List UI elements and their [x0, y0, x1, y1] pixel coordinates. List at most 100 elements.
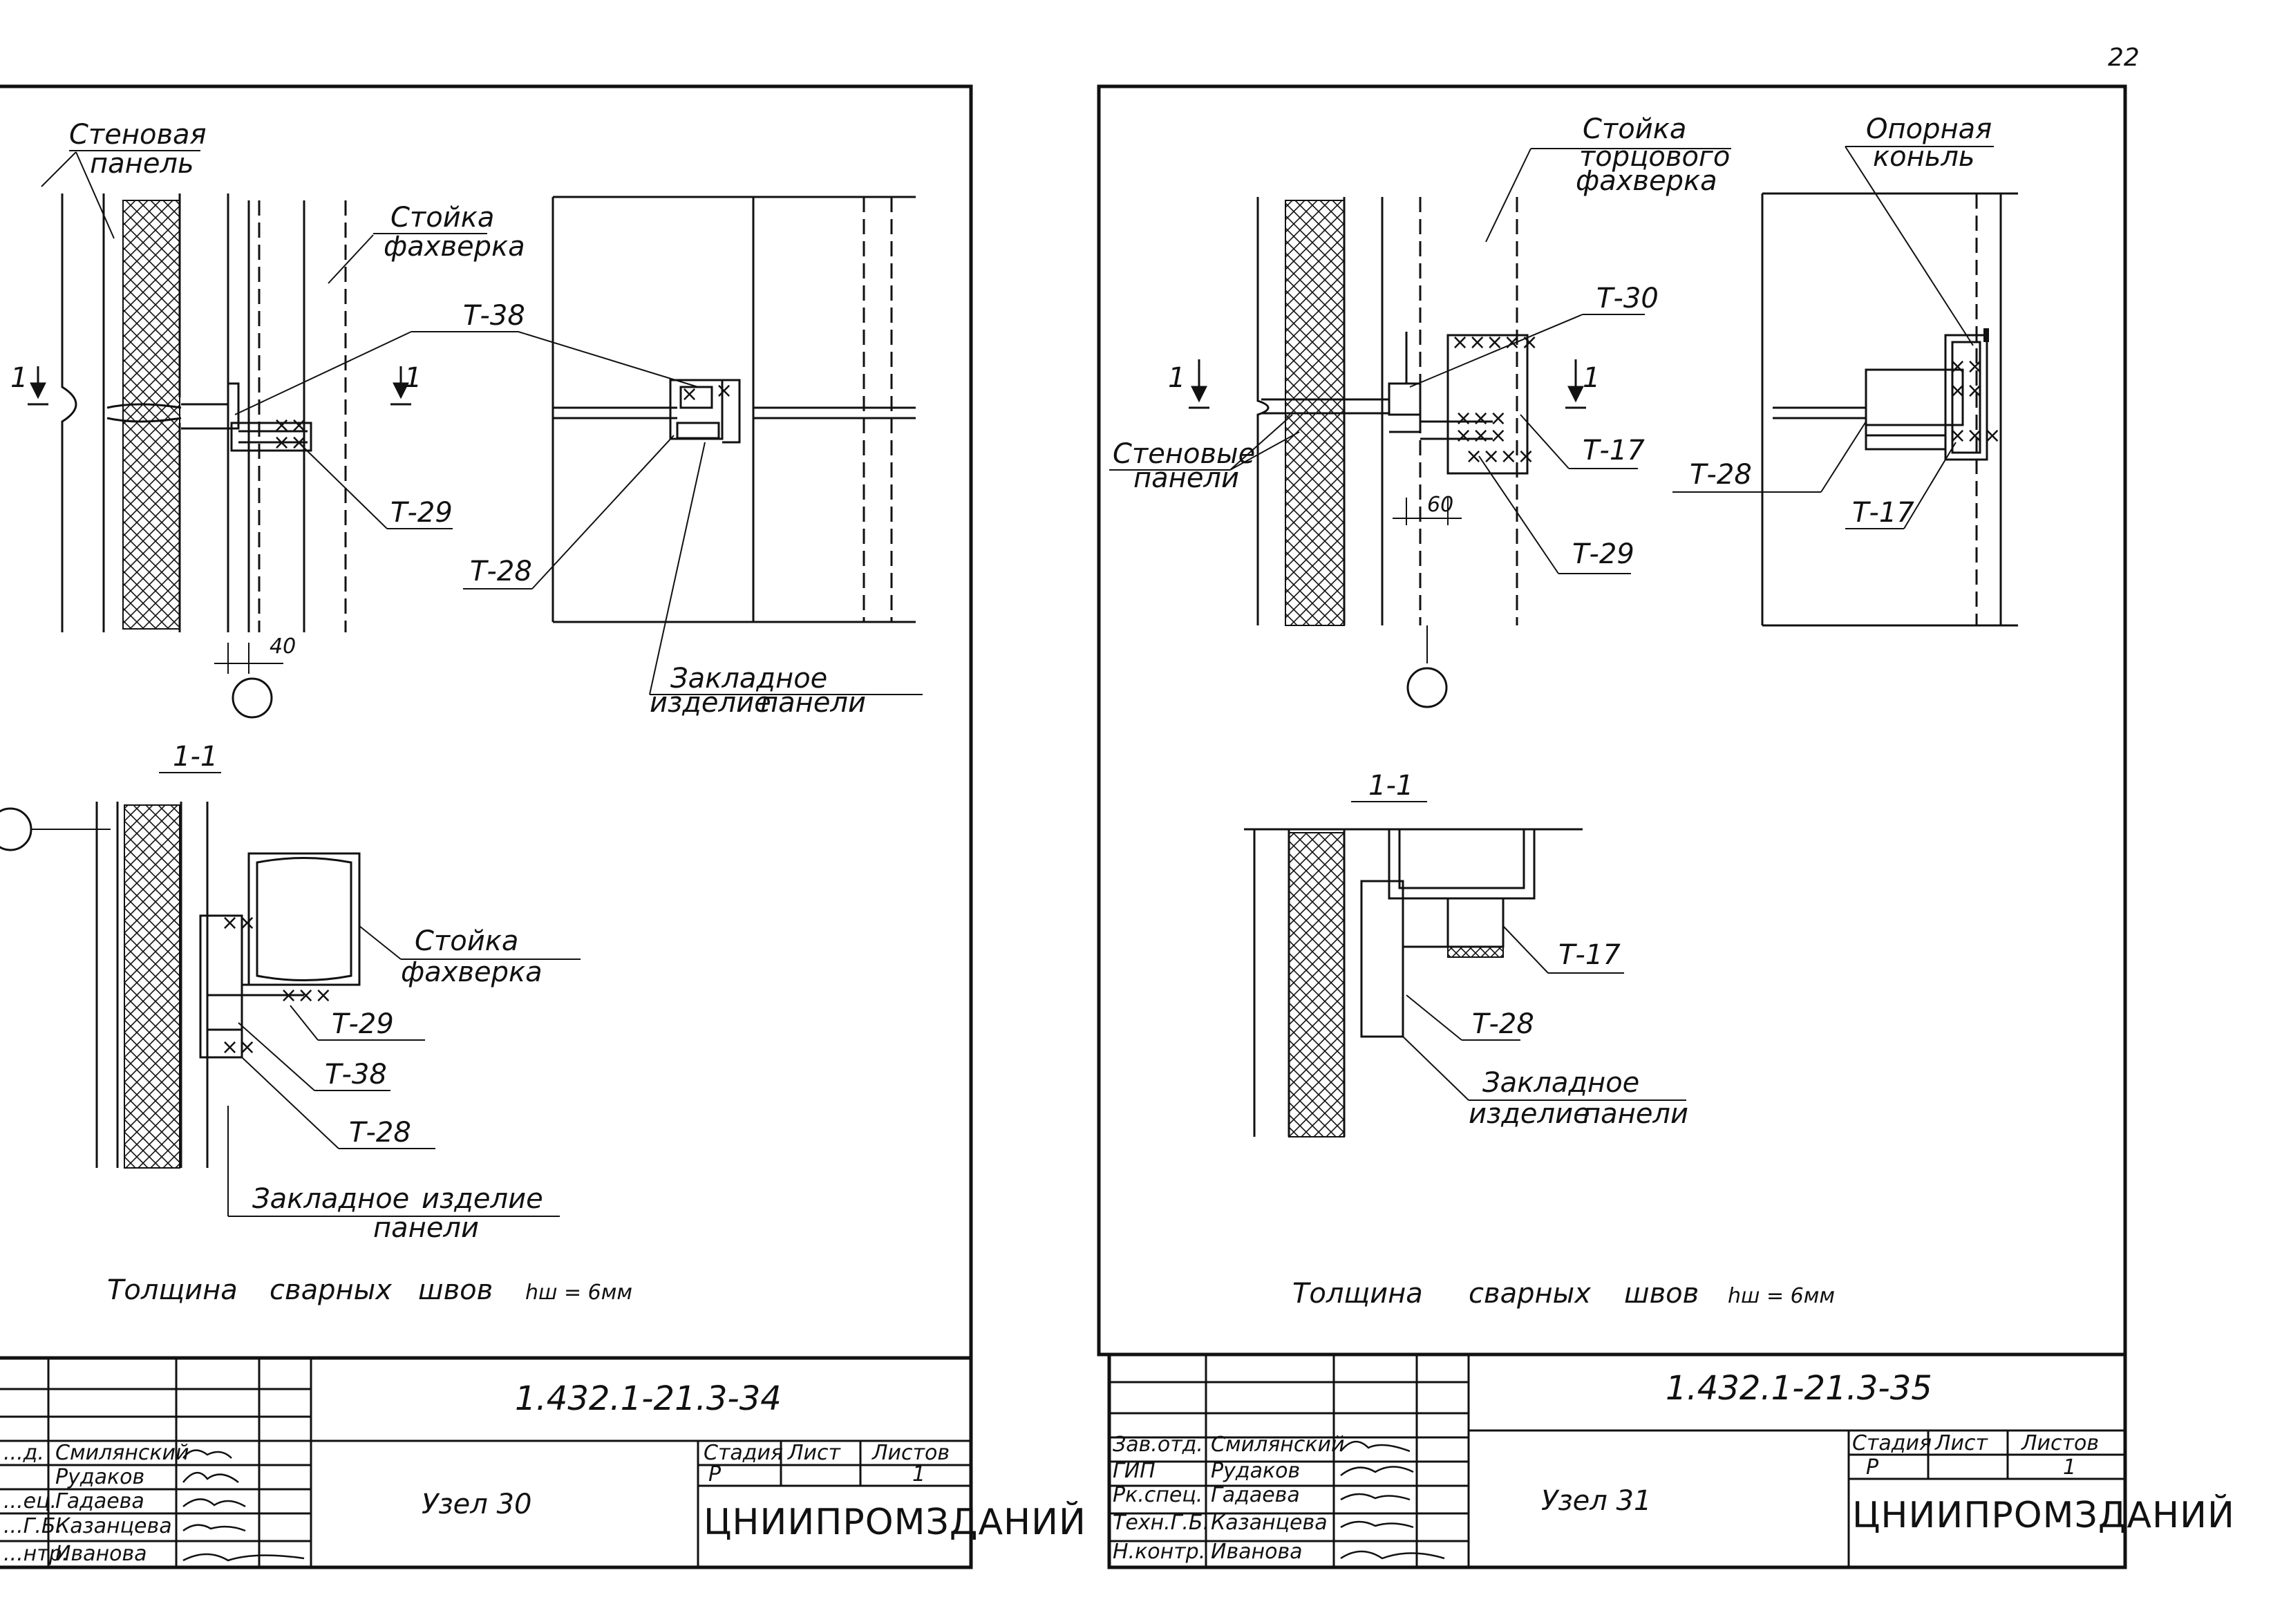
- label-embedded: Закладное: [670, 663, 827, 695]
- svg-text:1.432.1-21.3-35: 1.432.1-21.3-35: [1666, 1369, 1932, 1408]
- svg-text:Р: Р: [708, 1462, 722, 1486]
- svg-text:фахверка: фахверка: [401, 956, 543, 988]
- label-post-section: Стойка: [415, 925, 518, 957]
- label-t38: Т-38: [463, 300, 525, 332]
- svg-text:Т-28: Т-28: [1472, 1008, 1534, 1040]
- label-t30: Т-30: [1596, 283, 1659, 314]
- svg-text:коньль: коньль: [1873, 141, 1975, 173]
- svg-text:панели: панели: [760, 687, 866, 719]
- svg-text:1: 1: [1583, 362, 1600, 394]
- label-t38-section: Т-38: [325, 1059, 387, 1090]
- svg-text:...нтр.: ...нтр.: [3, 1542, 68, 1566]
- svg-text:сварных: сварных: [1469, 1278, 1591, 1310]
- label-t28: Т-28: [470, 556, 532, 587]
- svg-text:Казанцева: Казанцева: [1211, 1511, 1328, 1535]
- section-view: 1-1 ××× ×× ×× Стойка фахверка Т-29: [0, 741, 581, 1244]
- svg-text:изделие: изделие: [422, 1183, 543, 1215]
- svg-text:××: ××: [1949, 379, 1983, 403]
- svg-text:Рк.спец.: Рк.спец.: [1113, 1483, 1203, 1507]
- svg-text:Гадаева: Гадаева: [55, 1489, 144, 1513]
- svg-text:Техн.Г.Б.: Техн.Г.Б.: [1113, 1511, 1209, 1535]
- svg-text:Узел 31: Узел 31: [1541, 1485, 1651, 1517]
- svg-text:Рудаков: Рудаков: [55, 1465, 144, 1489]
- svg-text:60: 60: [1427, 493, 1453, 517]
- title-block-right: 1.432.1-21.3-35 Стадия Лист Листов Р 1 У…: [1109, 1352, 2235, 1567]
- section-label: 1-1: [173, 741, 218, 773]
- svg-text:hш = 6мм: hш = 6мм: [1728, 1284, 1835, 1308]
- svg-text:панели: панели: [1133, 462, 1239, 494]
- svg-text:1: 1: [404, 362, 422, 394]
- label-t17: Т-17: [1583, 435, 1645, 466]
- svg-text:Иванова: Иванова: [1211, 1540, 1303, 1564]
- section-view-right: 1-1 Т-17 Т-28 Закладное изделие панели: [1244, 770, 1688, 1137]
- svg-text:Толщина: Толщина: [1292, 1278, 1423, 1310]
- svg-text:...ец.: ...ец.: [3, 1489, 57, 1513]
- stage-header: Стадия: [704, 1441, 783, 1465]
- detail-view-right: ××××× ×××× ××× ××× 60 1 1 Стойка торцово…: [1109, 113, 2018, 708]
- label-t29-section: Т-29: [332, 1008, 394, 1040]
- label-end-post: Стойка: [1583, 113, 1686, 145]
- node-label: Узел 30: [422, 1489, 531, 1520]
- svg-text:Зав.отд.: Зав.отд.: [1113, 1433, 1203, 1457]
- svg-text:××××: ××××: [1465, 444, 1535, 469]
- svg-text:панели: панели: [1583, 1098, 1688, 1130]
- label-wall-panels: Стеновые: [1113, 438, 1255, 470]
- sheet-frame: [0, 84, 973, 1569]
- insulation-hatch: [122, 200, 180, 630]
- svg-text:швов: швов: [1624, 1278, 1699, 1310]
- svg-text:×××: ×××: [280, 983, 332, 1008]
- svg-text:hш = 6мм: hш = 6мм: [525, 1281, 632, 1305]
- svg-text:Листов: Листов: [871, 1441, 950, 1465]
- svg-text:панель: панель: [90, 148, 194, 180]
- svg-text:Лист: Лист: [787, 1441, 842, 1465]
- svg-text:×××: ×××: [1455, 424, 1507, 448]
- label-support-bracket: Опорная: [1866, 113, 1992, 145]
- svg-text:××: ××: [273, 431, 308, 455]
- svg-text:Листов: Листов: [2021, 1431, 2099, 1455]
- organization: ЦНИИПРОМЗДАНИЙ: [704, 1501, 1086, 1543]
- svg-text:ЦНИИПРОМЗДАНИЙ: ЦНИИПРОМЗДАНИЙ: [1852, 1494, 2235, 1536]
- label-t29: Т-29: [390, 497, 453, 529]
- axis-bubble: [232, 677, 273, 719]
- svg-text:××: ××: [1949, 355, 1983, 379]
- label-t17-r: Т-17: [1852, 497, 1914, 529]
- svg-text:Т-17: Т-17: [1558, 939, 1621, 971]
- svg-text:сварных: сварных: [270, 1274, 392, 1306]
- svg-text:Казанцева: Казанцева: [55, 1514, 172, 1538]
- svg-text:Гадаева: Гадаева: [1211, 1483, 1300, 1507]
- detail-view: ×× ×× 40 1 1 Стеновая панель Стойка фахв…: [10, 119, 923, 719]
- svg-text:Р: Р: [1866, 1455, 1879, 1480]
- svg-text:Иванова: Иванова: [55, 1542, 147, 1566]
- svg-text:изделие: изделие: [1469, 1098, 1590, 1130]
- svg-text:Н.контр.: Н.контр.: [1113, 1540, 1205, 1564]
- svg-text:Стадия: Стадия: [1852, 1431, 1932, 1455]
- svg-text:××: ××: [221, 911, 256, 935]
- svg-text:Закладное: Закладное: [1482, 1067, 1639, 1099]
- svg-text:×××: ×××: [1455, 406, 1507, 431]
- svg-text:фахверка: фахверка: [384, 231, 525, 263]
- svg-text:Смилянский: Смилянский: [1211, 1433, 1345, 1457]
- svg-text:торцового: торцового: [1579, 141, 1730, 173]
- label-post: Стойка: [390, 202, 494, 234]
- svg-text:1: 1: [2063, 1455, 2076, 1480]
- label-t28-r: Т-28: [1690, 459, 1752, 491]
- svg-text:×: ×: [681, 382, 698, 406]
- svg-text:1: 1: [10, 362, 28, 394]
- label-embedded-section: Закладное: [252, 1183, 409, 1215]
- svg-text:××: ××: [221, 1035, 256, 1059]
- sheet-right: ××××× ×××× ××× ××× 60 1 1 Стойка торцово…: [1097, 84, 2235, 1569]
- label-t28-section: Т-28: [349, 1117, 411, 1149]
- svg-text:фахверка: фахверка: [1576, 165, 1717, 197]
- svg-text:1: 1: [912, 1462, 925, 1486]
- label-wall-panel: Стеновая: [69, 119, 207, 151]
- label-t29-r: Т-29: [1572, 538, 1634, 570]
- svg-text:××: ××: [273, 413, 308, 437]
- sheet-left: ×× ×× 40 1 1 Стеновая панель Стойка фахв…: [0, 84, 1086, 1569]
- svg-text:1-1: 1-1: [1368, 770, 1413, 802]
- dimension-40: 40: [270, 634, 296, 659]
- svg-text:1: 1: [1168, 362, 1185, 394]
- svg-text:Смилянский: Смилянский: [55, 1441, 189, 1465]
- svg-text:Толщина: Толщина: [107, 1274, 238, 1306]
- svg-text:Лист: Лист: [1934, 1431, 1989, 1455]
